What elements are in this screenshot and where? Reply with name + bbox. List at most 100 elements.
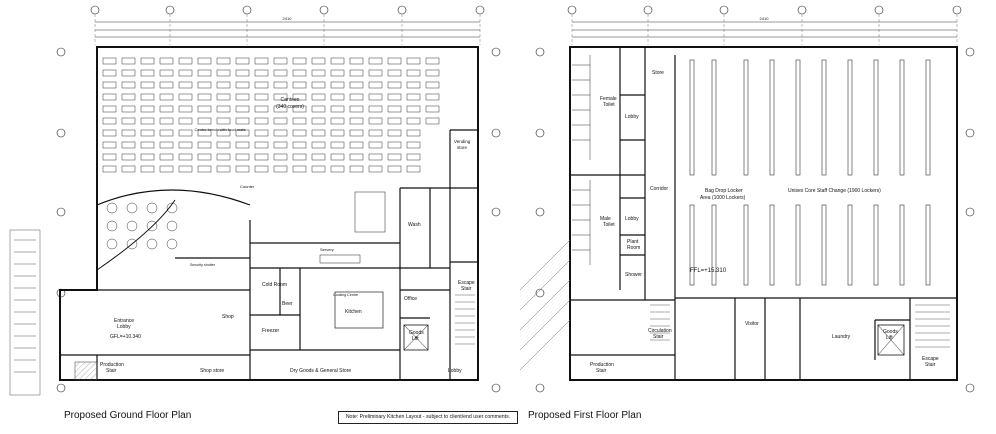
canteen-table	[330, 57, 345, 65]
canteen-table	[254, 81, 269, 89]
canteen-table	[197, 129, 212, 137]
visitor-label: Visitor	[745, 321, 759, 327]
canteen-table	[368, 57, 383, 65]
canteen-table	[178, 93, 193, 101]
locker-row	[925, 204, 931, 286]
ffl-label: FFL=+15.310	[690, 268, 727, 274]
canteen-table	[102, 141, 117, 149]
canteen-table	[425, 69, 440, 77]
canteen-table	[254, 153, 269, 161]
canteen-table	[368, 129, 383, 137]
first-row-grid	[535, 47, 975, 393]
canteen-table	[349, 81, 364, 89]
canteen-table	[349, 153, 364, 161]
canteen-table	[254, 141, 269, 149]
escape-stair-label: Escape	[458, 280, 475, 286]
locker-row	[743, 204, 749, 286]
canteen-table	[121, 81, 136, 89]
canteen-table	[387, 129, 402, 137]
canteen-table	[140, 81, 155, 89]
canteen-table	[292, 57, 307, 65]
ground-floor-title: Proposed Ground Floor Plan	[64, 410, 192, 421]
canteen-table	[406, 105, 421, 113]
canteen-table	[292, 129, 307, 137]
canteen-table	[216, 153, 231, 161]
first-overall-dim: 2410	[760, 16, 770, 21]
canteen-table	[406, 141, 421, 149]
canteen-table	[330, 141, 345, 149]
production-label: Production	[100, 362, 124, 368]
female-toilet-label: Female	[600, 96, 617, 102]
canteen-table	[254, 117, 269, 125]
canteen-table	[387, 57, 402, 65]
canteen-table	[349, 165, 364, 173]
locker-row	[873, 204, 879, 286]
canteen-table	[311, 69, 326, 77]
cold-room-label: Cold Room	[262, 282, 287, 288]
canteen-table	[292, 153, 307, 161]
canteen-table	[235, 129, 250, 137]
canteen-table	[387, 93, 402, 101]
shop-store-label: Shop store	[200, 368, 224, 374]
ground-column-grid	[90, 5, 485, 45]
cooking-centre-label: Cooking Centre	[333, 293, 358, 297]
canteen-table	[216, 165, 231, 173]
canteen-table	[140, 105, 155, 113]
shop-label: Shop	[222, 314, 234, 320]
canteen-covers-label: (340 covers)	[276, 104, 304, 110]
bag-drop-label: Bag Drop Locker	[705, 188, 743, 194]
canteen-table	[425, 81, 440, 89]
canteen-table	[387, 105, 402, 113]
round-table	[166, 238, 178, 250]
canteen-table	[292, 117, 307, 125]
canteen-table	[235, 141, 250, 149]
canteen-table	[102, 165, 117, 173]
canteen-table	[140, 69, 155, 77]
canteen-table	[387, 81, 402, 89]
canteen-table	[197, 93, 212, 101]
canteen-table	[235, 93, 250, 101]
locker-row	[821, 59, 827, 176]
canteen-table	[311, 93, 326, 101]
canteen-table	[216, 69, 231, 77]
canteen-table	[178, 81, 193, 89]
canteen-table	[349, 117, 364, 125]
canteen-table	[330, 129, 345, 137]
canteen-table	[311, 141, 326, 149]
canteen-table	[387, 117, 402, 125]
canteen-table	[216, 93, 231, 101]
canteen-tables	[102, 57, 440, 250]
locker-row	[689, 59, 695, 176]
canteen-table	[406, 81, 421, 89]
ground-overall-dim: 2410	[283, 16, 293, 21]
canteen-table	[178, 105, 193, 113]
round-table	[106, 202, 118, 214]
shower-label: Shower	[625, 272, 642, 278]
escape-stair-label-2: Stair	[461, 286, 472, 292]
canteen-table	[292, 69, 307, 77]
canteen-table	[349, 69, 364, 77]
plant-room-label: Plant	[627, 239, 639, 245]
canteen-table	[273, 81, 288, 89]
canteen-table	[102, 69, 117, 77]
circulation-stair-label: Stair	[653, 334, 664, 340]
canteen-table	[140, 141, 155, 149]
locker-row	[873, 59, 879, 176]
canteen-table	[140, 117, 155, 125]
canteen-table	[102, 93, 117, 101]
canteen-table	[197, 69, 212, 77]
kitchen-label: Kitchen	[345, 309, 362, 315]
canteen-table	[387, 153, 402, 161]
canteen-table	[254, 69, 269, 77]
gfl-label: GFL=+10.340	[110, 334, 141, 340]
freezer-label: Freezer	[262, 328, 280, 334]
canteen-table	[159, 153, 174, 161]
canteen-table	[368, 69, 383, 77]
canteen-table	[235, 105, 250, 113]
canteen-table	[197, 105, 212, 113]
canteen-table	[178, 69, 193, 77]
canteen-table	[254, 105, 269, 113]
laundry-label: Laundry	[832, 334, 851, 340]
canteen-table	[273, 105, 288, 113]
